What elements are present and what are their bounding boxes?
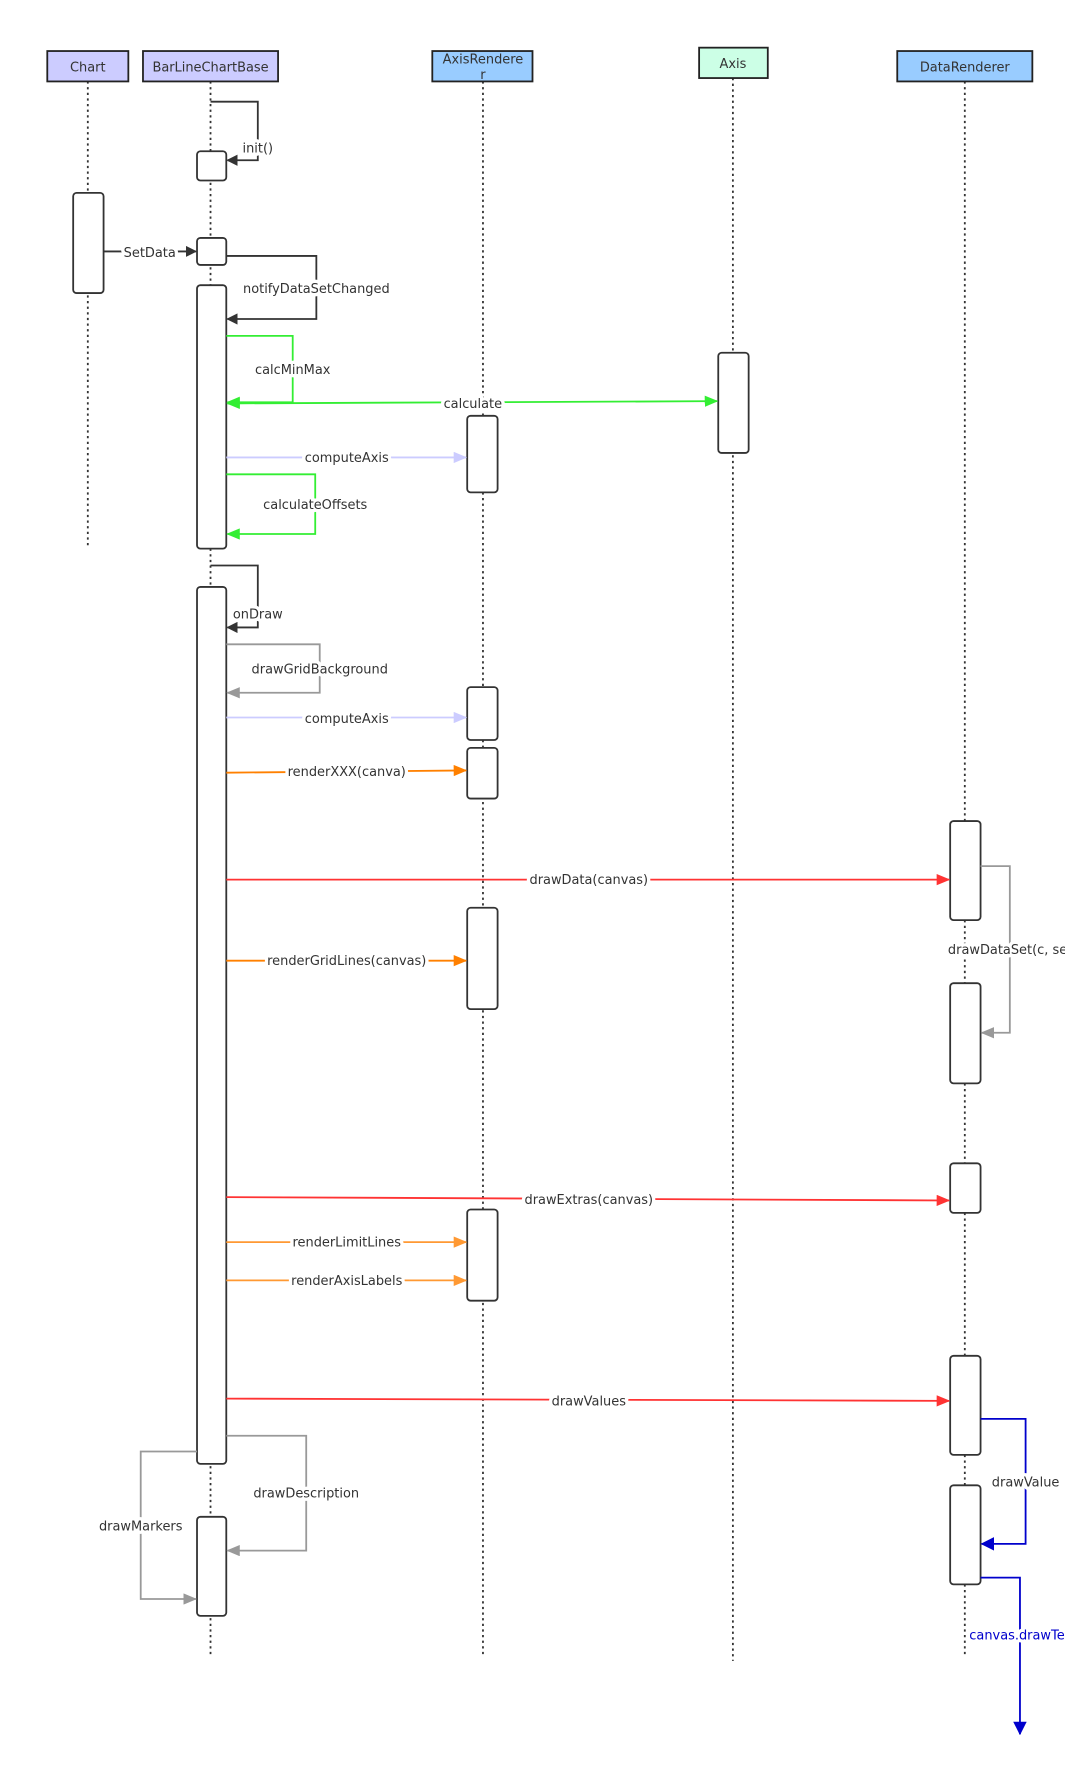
- activation-axisrenderer: [466, 414, 499, 494]
- message-label: calcMinMax: [255, 363, 331, 378]
- participant-label: BarLineChartBase: [152, 60, 268, 75]
- participant-label-line2: r: [480, 68, 486, 83]
- activation-axis: [717, 351, 750, 454]
- activation-datarenderer: [949, 1162, 982, 1214]
- activation-datarenderer: [949, 1354, 982, 1456]
- participant-label: Axis: [719, 57, 746, 72]
- message-label: canvas.drawTex: [969, 1629, 1065, 1644]
- message-init: init(): [210, 100, 276, 166]
- message-drawextras: drawExtras(canvas): [226, 1189, 951, 1211]
- message-setdata: SetData: [103, 243, 198, 264]
- message-ondraw: onDraw: [210, 564, 287, 634]
- message-label: drawMarkers: [99, 1519, 183, 1534]
- participant-label: Chart: [70, 60, 106, 75]
- participant-datarenderer[interactable]: DataRenderer: [896, 50, 1034, 83]
- message-label: drawDataSet(c, set: [948, 943, 1065, 958]
- message-computeaxis: computeAxis: [226, 448, 468, 469]
- message-label: computeAxis: [305, 451, 389, 466]
- message-label: calculate: [444, 397, 503, 412]
- activation-datarenderer: [949, 820, 982, 922]
- message-drawdescription: drawDescription: [226, 1434, 362, 1557]
- activations: [72, 150, 982, 1617]
- message-rendergridlines: renderGridLines(canvas): [226, 951, 468, 973]
- message-calculateoffsets: calculateOffsets: [226, 473, 371, 540]
- message-label: drawValues: [552, 1394, 627, 1409]
- participant-axisrenderer[interactable]: AxisRendere r: [431, 50, 534, 83]
- activation-barlinechartbase: [196, 1515, 228, 1617]
- message-renderlimitlines: renderLimitLines: [226, 1232, 468, 1254]
- activation-barlinechartbase: [196, 586, 228, 1465]
- activation-chart: [72, 191, 105, 294]
- message-canvas-drawtext: canvas.drawTex: [966, 1576, 1065, 1736]
- message-label: SetData: [124, 246, 176, 261]
- activation-datarenderer: [949, 1484, 982, 1586]
- activation-barlinechartbase: [196, 284, 228, 550]
- message-label: drawDescription: [253, 1487, 359, 1502]
- message-label: renderAxisLabels: [291, 1274, 402, 1289]
- message-drawdataset: drawDataSet(c, set: [945, 865, 1065, 1039]
- message-drawdata: drawData(canvas): [226, 870, 951, 892]
- message-notifydatasetchanged: notifyDataSetChanged: [226, 255, 393, 325]
- message-label: drawData(canvas): [529, 873, 648, 888]
- activation-barlinechartbase: [196, 150, 228, 182]
- message-drawmarkers: drawMarkers: [96, 1450, 198, 1605]
- message-label: drawExtras(canvas): [524, 1193, 653, 1208]
- activation-barlinechartbase: [196, 237, 228, 266]
- message-calcminmax: calcMinMax: [226, 334, 334, 408]
- activation-datarenderer: [949, 982, 982, 1085]
- message-renderaxislabels: renderAxisLabels: [226, 1271, 468, 1292]
- message-label: renderXXX(canva): [288, 765, 406, 780]
- participant-barlinechartbase[interactable]: BarLineChartBase: [142, 50, 279, 83]
- participant-label: DataRenderer: [920, 60, 1011, 75]
- message-label: notifyDataSetChanged: [243, 282, 390, 297]
- activation-axisrenderer: [466, 906, 499, 1010]
- message-computeaxis-2: computeAxis: [226, 709, 468, 731]
- message-label: computeAxis: [305, 712, 389, 727]
- message-calculate: calculate: [226, 394, 719, 415]
- message-drawvalues: drawValues: [226, 1391, 951, 1413]
- message-label: renderLimitLines: [293, 1236, 402, 1251]
- message-label: drawGridBackground: [252, 663, 388, 678]
- message-label: onDraw: [233, 607, 283, 622]
- participant-axis[interactable]: Axis: [698, 46, 769, 79]
- participant-label: AxisRendere: [443, 52, 524, 67]
- message-drawvalue: drawValue: [980, 1417, 1063, 1551]
- activation-axisrenderer: [466, 747, 499, 800]
- participant-chart[interactable]: Chart: [46, 50, 130, 83]
- message-renderxxx: renderXXX(canva): [226, 762, 468, 783]
- activation-axisrenderer: [466, 686, 499, 741]
- activation-axisrenderer: [466, 1208, 499, 1302]
- message-label: init(): [243, 141, 274, 156]
- message-label: drawValue: [992, 1475, 1060, 1490]
- message-label: renderGridLines(canvas): [267, 954, 426, 969]
- message-label: calculateOffsets: [263, 498, 367, 513]
- message-drawgridbackground: drawGridBackground: [226, 643, 391, 699]
